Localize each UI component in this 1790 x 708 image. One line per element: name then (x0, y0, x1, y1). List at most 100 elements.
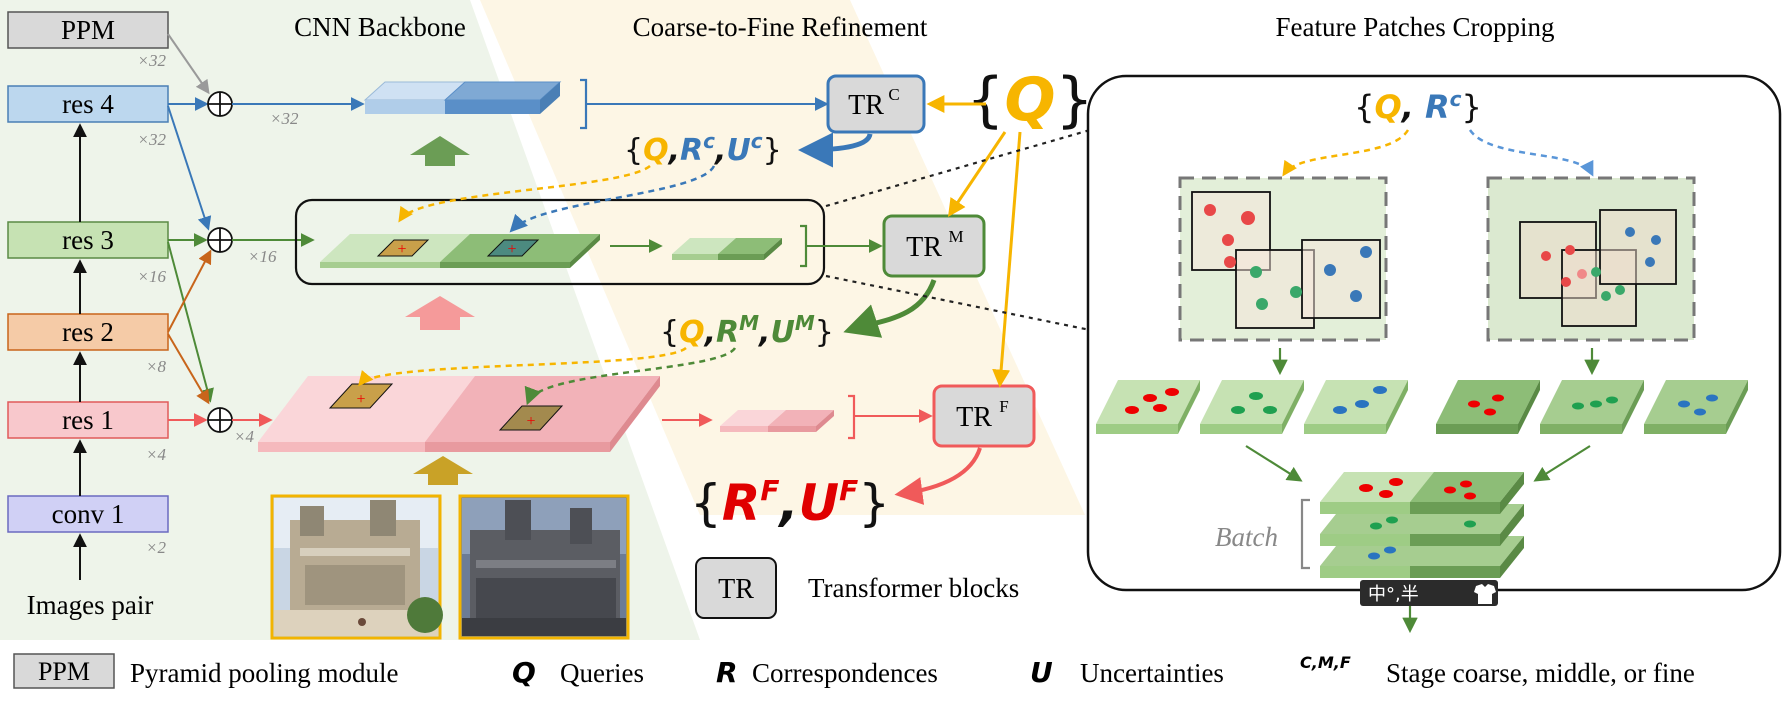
fine-feature-maps: + + (258, 376, 660, 452)
tr-legend: TR Transformer blocks (695, 557, 1019, 619)
ppm-scale: ×32 (138, 51, 167, 70)
arrow-trm-out (843, 279, 937, 338)
tr-fine-base: TR (956, 402, 992, 433)
res4-box (7, 85, 169, 123)
bottom-legend: PPM Pyramid pooling module Q Queries R C… (13, 653, 1695, 689)
fuse-node-32 (207, 91, 233, 117)
fine-map-1 (258, 376, 480, 442)
tr-middle: TR M (882, 214, 986, 278)
patch-tile (1304, 380, 1408, 434)
conv1-label: conv 1 (52, 499, 125, 529)
fuse-node-4 (207, 407, 233, 433)
arrow-res2-fuse1 (167, 333, 210, 405)
res1-box (7, 401, 169, 439)
arrow-res2-fuse3 (167, 249, 212, 333)
res3-label: res 3 (62, 225, 114, 255)
legend-q-label: Queries (560, 658, 644, 688)
image-left (270, 494, 443, 640)
coarse-map-2 (443, 81, 562, 101)
patch-tile (1096, 380, 1200, 434)
image-right (458, 494, 630, 640)
res2-box (7, 313, 169, 351)
batch-stack: Batch (1215, 472, 1524, 578)
fuse-scale-32: ×32 (270, 109, 299, 128)
res2-label: res 2 (62, 317, 114, 347)
batch-layer (1320, 472, 1524, 514)
dash-r-middle-crop2 (509, 165, 716, 233)
dash-q-fine-crop1 (358, 346, 687, 387)
arrow-trc-out (798, 132, 873, 168)
ppm-label: PPM (61, 15, 115, 45)
arrow-trf-out (894, 447, 982, 505)
arrow-q-trf (992, 131, 1022, 388)
batch-label: Batch (1215, 522, 1278, 552)
middle-feature-maps: + + (320, 234, 600, 268)
middle-cropped-maps (672, 238, 782, 260)
background-regions (0, 0, 1085, 640)
backbone-stack: PPM ×32 res 4 ×32 res 3 ×16 res 2 ×8 res… (7, 11, 169, 620)
crop-mark-4: + (526, 413, 535, 430)
cropping-title: Feature Patches Cropping (1276, 12, 1555, 42)
crop-mark-3: + (356, 391, 365, 408)
arrow-ppm-fuse (167, 33, 210, 95)
fine-cropped-maps (720, 410, 834, 432)
middle-crop-2 (486, 239, 540, 257)
arrow-right-to-batch (1533, 445, 1591, 482)
legend-r-symbol: R (716, 656, 738, 689)
tr-coarse-sup: C (888, 85, 899, 104)
patch-tile (1200, 380, 1304, 434)
image-pair (270, 494, 630, 640)
up-arrow-green (410, 136, 470, 166)
dash-crop-r (1468, 129, 1594, 177)
conv1-scale: ×2 (146, 538, 166, 557)
backbone-region (0, 0, 700, 640)
patch-tiles-right (1436, 380, 1748, 434)
patch-tile (1540, 380, 1644, 434)
res3-box (7, 221, 169, 259)
tr-fine-sup: F (999, 397, 1008, 416)
res2-scale: ×8 (146, 357, 166, 376)
up-arrow-gold (413, 456, 473, 485)
crop-region-right (1486, 176, 1696, 342)
ime-toolbar[interactable]: 中°,半 (1360, 580, 1498, 606)
res1-label: res 1 (62, 405, 114, 435)
coarse-output-set: {Q,Rc,Uc} (624, 129, 782, 168)
zoom-line-top (825, 128, 1091, 208)
fusion-connections (167, 33, 214, 427)
fine-output-set: {RF,UF} (690, 474, 890, 532)
crop-input-set: {Q, Rc} (1354, 87, 1482, 126)
middle-map-frame (294, 198, 826, 286)
coarse-feature-maps (363, 81, 562, 114)
res4-label: res 4 (62, 89, 114, 119)
batch-bracket (1300, 498, 1310, 570)
arrow-left-to-batch (1245, 445, 1303, 482)
cnn-backbone-title: CNN Backbone (294, 12, 466, 42)
arrow-q-trm (947, 131, 1007, 217)
legend-r-label: Correspondences (752, 658, 938, 688)
refinement-title: Coarse-to-Fine Refinement (633, 12, 928, 42)
query-set: {Q} (966, 65, 1093, 135)
fuse-node-16 (207, 227, 233, 253)
crop-mark-1: + (397, 241, 406, 258)
legend-q-symbol: Q (512, 656, 536, 689)
fine-crop-1 (328, 383, 394, 409)
legend-u-symbol: U (1030, 656, 1053, 689)
patch-tile (1644, 380, 1748, 434)
tr-legend-box: TR (718, 574, 754, 605)
legend-stage-label: Stage coarse, middle, or fine (1386, 658, 1695, 688)
res3-scale: ×16 (138, 267, 167, 286)
tr-fine: TR F (932, 384, 1036, 448)
arrow-res3-fuse1 (167, 241, 214, 403)
dash-crop-q (1282, 129, 1410, 177)
legend-ppm-label: Pyramid pooling module (130, 658, 399, 688)
fuse-scale-4: ×4 (234, 427, 254, 446)
res4-scale: ×32 (138, 130, 167, 149)
res1-scale: ×4 (146, 445, 166, 464)
up-arrow-pink (405, 296, 475, 330)
ime-toolbar-text: 中°,半 (1368, 584, 1419, 605)
patch-tiles-left (1096, 380, 1408, 434)
crop-region-left (1178, 176, 1388, 342)
tr-coarse-base: TR (848, 90, 884, 121)
legend-ppm-symbol: PPM (38, 657, 90, 686)
legend-stage-symbol: C,M,F (1300, 653, 1351, 672)
